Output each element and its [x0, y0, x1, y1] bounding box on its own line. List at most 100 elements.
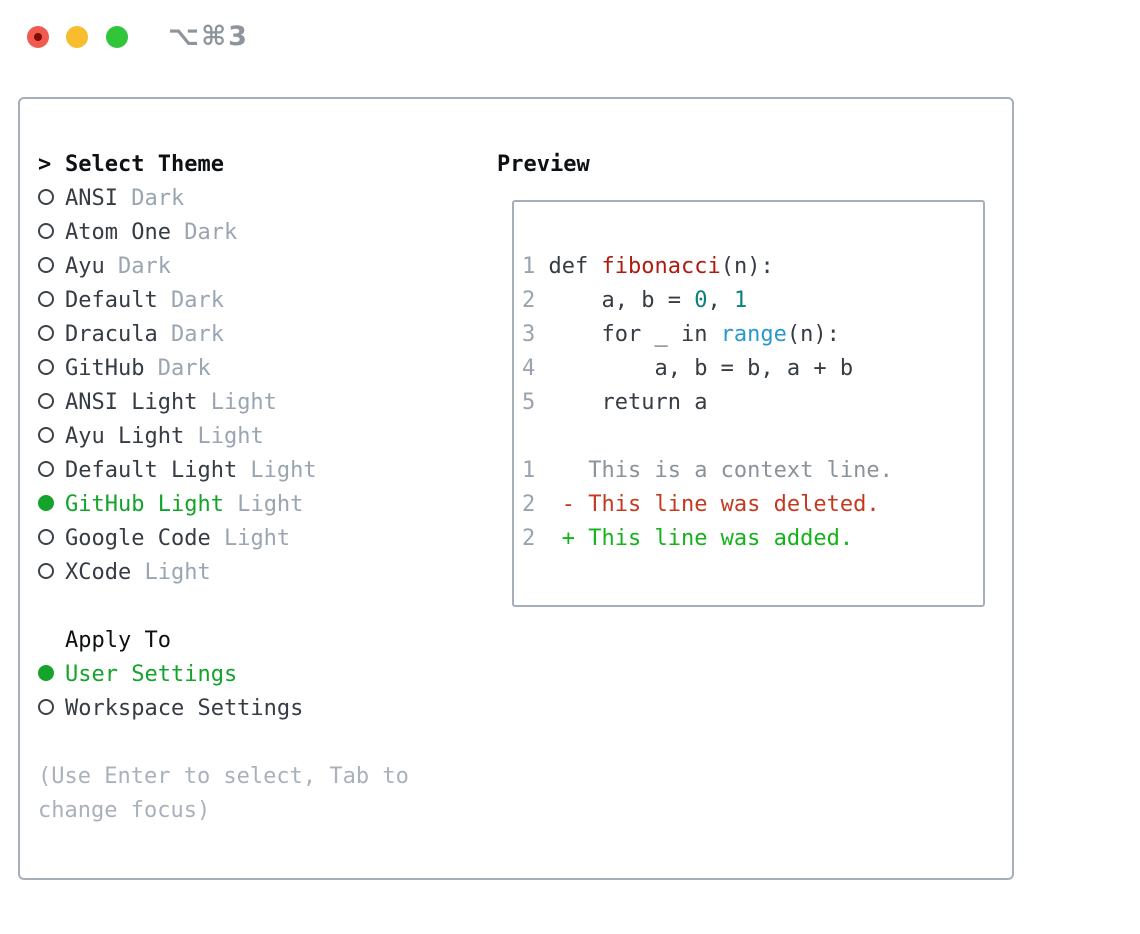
code-segment-num: 0: [694, 288, 708, 313]
theme-option-label: ANSI: [65, 186, 118, 211]
theme-option-label: Dracula: [65, 322, 158, 347]
code-segment-plain: (n):: [720, 254, 774, 279]
line-number: 2: [522, 288, 549, 313]
theme-variant-tag: Light: [184, 424, 264, 449]
theme-option-label: GitHub Light: [65, 492, 224, 517]
code-segment-del: - This line was deleted.: [548, 492, 880, 517]
code-line: [522, 420, 983, 454]
line-number: [522, 424, 549, 449]
theme-option-label: GitHub: [65, 356, 145, 381]
code-line: 5 return a: [522, 386, 983, 420]
code-line: 3 for _ in range(n):: [522, 318, 983, 352]
theme-variant-tag: Light: [237, 458, 317, 483]
code-segment-call: range: [720, 322, 787, 347]
apply-option-user-settings[interactable]: User Settings: [38, 658, 468, 692]
code-line: 2 + This line was added.: [522, 522, 983, 556]
radio-selected-icon: [38, 665, 54, 681]
code-line: 1 def fibonacci(n):: [522, 250, 983, 284]
theme-option-default-light[interactable]: Default Light Light: [38, 454, 468, 488]
prompt-caret-icon: >: [38, 152, 52, 177]
theme-variant-tag: Light: [197, 390, 277, 415]
code-segment-num: 1: [733, 288, 748, 313]
theme-variant-tag: Dark: [157, 288, 224, 313]
theme-option-github[interactable]: GitHub Dark: [38, 352, 468, 386]
theme-option-google-code[interactable]: Google Code Light: [38, 522, 468, 556]
preview-header: Preview: [497, 152, 590, 177]
theme-option-label: Ayu: [65, 254, 105, 279]
theme-option-atom-one[interactable]: Atom One Dark: [38, 216, 468, 250]
theme-option-ayu[interactable]: Ayu Dark: [38, 250, 468, 284]
line-number: 2: [522, 492, 549, 517]
theme-option-ansi-light[interactable]: ANSI Light Light: [38, 386, 468, 420]
close-button-dot-icon: [34, 33, 42, 41]
radio-unselected-icon: [38, 393, 54, 409]
code-segment-plain: a, b = b, a + b: [548, 356, 854, 381]
radio-unselected-icon: [38, 189, 54, 205]
code-segment-plain: a, b =: [548, 288, 695, 313]
theme-option-label: ANSI Light: [65, 390, 198, 415]
theme-option-dracula[interactable]: Dracula Dark: [38, 318, 468, 352]
code-line: 1 This is a context line.: [522, 454, 983, 488]
theme-variant-tag: Light: [223, 492, 304, 517]
radio-unselected-icon: [38, 461, 54, 477]
hint-text: (Use Enter to select, Tab to change focus…: [38, 760, 468, 828]
hint-line: change focus): [38, 798, 211, 823]
line-number: 5: [522, 390, 549, 415]
apply-option-label: User Settings: [65, 662, 238, 687]
theme-variant-tag: Light: [131, 560, 211, 585]
theme-variant-tag: Dark: [117, 186, 185, 211]
radio-unselected-icon: [38, 563, 54, 579]
theme-variant-tag: Light: [210, 526, 291, 551]
radio-unselected-icon: [38, 529, 54, 545]
minimize-button[interactable]: [66, 26, 88, 48]
apply-option-label: Workspace Settings: [65, 696, 304, 721]
hint-line: (Use Enter to select, Tab to: [38, 764, 409, 789]
apply-to-header: Apply To: [38, 624, 468, 658]
theme-option-label: Google Code: [65, 526, 211, 551]
theme-variant-tag: Dark: [104, 254, 171, 279]
radio-unselected-icon: [38, 359, 54, 375]
radio-unselected-icon: [38, 223, 54, 239]
code-segment-plain: ,: [707, 288, 734, 313]
title-bar: ⌥⌘3: [0, 0, 1140, 74]
radio-selected-icon: [38, 495, 54, 511]
apply-to-header-label: Apply To: [65, 628, 171, 653]
theme-option-default[interactable]: Default Dark: [38, 284, 468, 318]
theme-option-xcode[interactable]: XCode Light: [38, 556, 468, 590]
select-theme-header: >Select Theme: [38, 148, 468, 182]
theme-option-label: Default Light: [65, 458, 238, 483]
theme-option-label: XCode: [65, 560, 132, 585]
theme-option-ansi[interactable]: ANSI Dark: [38, 182, 468, 216]
code-segment-plain: for _ in: [548, 322, 721, 347]
code-segment-plain: return a: [548, 390, 708, 415]
spacer: [38, 590, 468, 624]
theme-option-label: Atom One: [65, 220, 171, 245]
code-line: 2 - This line was deleted.: [522, 488, 983, 522]
code-line: 2 a, b = 0, 1: [522, 284, 983, 318]
line-number: 4: [522, 356, 549, 381]
apply-option-workspace-settings[interactable]: Workspace Settings: [38, 692, 468, 726]
theme-option-ayu-light[interactable]: Ayu Light Light: [38, 420, 468, 454]
code-segment-plain: def: [548, 254, 602, 279]
theme-variant-tag: Dark: [157, 322, 224, 347]
radio-unselected-icon: [38, 291, 54, 307]
code-segment-add: + This line was added.: [548, 526, 854, 551]
theme-option-label: Ayu Light: [65, 424, 185, 449]
radio-unselected-icon: [38, 427, 54, 443]
zoom-button[interactable]: [106, 26, 128, 48]
code-segment-plain: (n):: [786, 322, 840, 347]
theme-option-github-light[interactable]: GitHub Light Light: [38, 488, 468, 522]
window-title: ⌥⌘3: [168, 21, 249, 52]
close-button[interactable]: [27, 26, 49, 48]
line-number: 1: [522, 254, 549, 279]
line-number: 1: [522, 458, 549, 483]
code-segment-func: fibonacci: [601, 254, 721, 279]
theme-variant-tag: Dark: [144, 356, 211, 381]
spacer: [38, 726, 468, 760]
code-line: 4 a, b = b, a + b: [522, 352, 983, 386]
